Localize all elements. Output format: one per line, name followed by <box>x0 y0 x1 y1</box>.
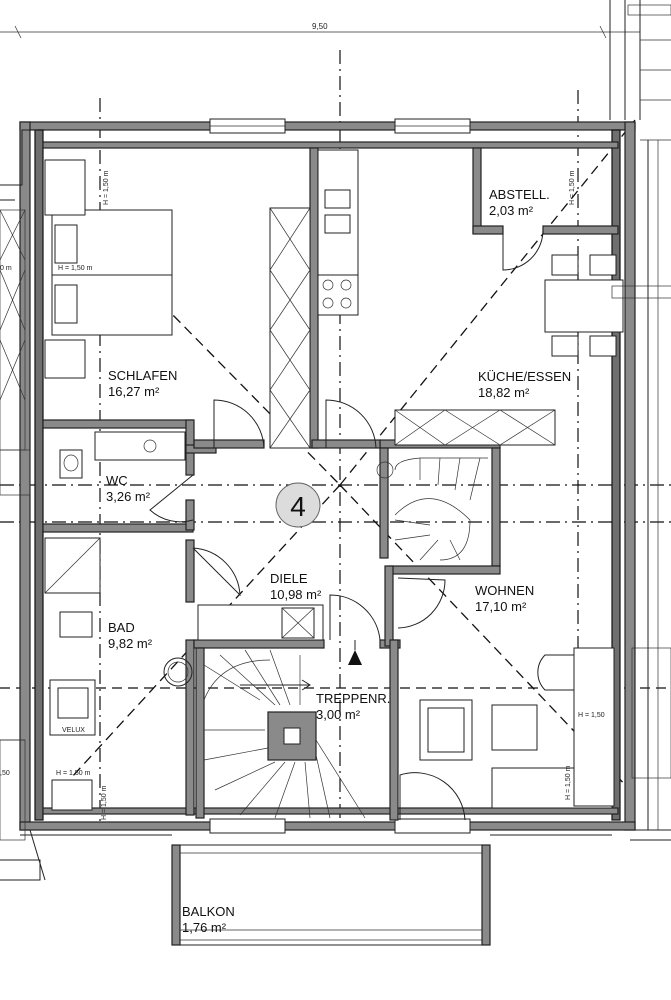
room-area-abstell: 2,03 m² <box>489 203 534 218</box>
unit-number: 4 <box>290 491 306 522</box>
left-roof-structure <box>0 129 46 881</box>
room-name-wohnen: WOHNEN <box>475 583 534 598</box>
wc-fixtures <box>59 431 186 479</box>
room-area-kueche: 18,82 m² <box>478 385 530 400</box>
room-name-diele: DIELE <box>270 571 308 586</box>
room-labels: SCHLAFEN 16,27 m² ABSTELL. 2,03 m² KÜCHE… <box>106 187 571 935</box>
room-name-balkon: BALKON <box>182 904 235 919</box>
doors <box>149 229 544 821</box>
top-dimension: 9,50 <box>0 22 640 39</box>
height-note-bad: H = 1,50 m <box>56 770 91 777</box>
height-note-abstell: H = 1,50 m <box>569 170 576 205</box>
room-area-balkon: 1,76 m² <box>182 920 227 935</box>
height-note-bad-vertical: H = 1,50 m <box>101 785 108 820</box>
room-name-schlafen: SCHLAFEN <box>108 368 177 383</box>
room-area-bad: 9,82 m² <box>108 636 153 651</box>
roof-edge-lines <box>609 0 671 120</box>
bedroom-furniture <box>44 159 311 449</box>
height-note-left-edge: 0 m <box>0 265 12 272</box>
room-name-wc: WC <box>106 473 128 488</box>
room-area-wohnen: 17,10 m² <box>475 599 527 614</box>
room-area-diele: 10,98 m² <box>270 587 322 602</box>
balcony <box>171 844 491 946</box>
height-note-bad-left-edge: ,50 <box>0 770 10 777</box>
unit-number-badge: 4 <box>275 482 321 528</box>
room-area-schlafen: 16,27 m² <box>108 384 160 399</box>
kitchen-furniture <box>317 149 624 446</box>
right-roof-structure <box>20 139 671 841</box>
height-note-schlafen-left: H = 1,50 m <box>58 265 93 272</box>
room-name-kueche: KÜCHE/ESSEN <box>478 369 571 384</box>
top-dimension-label: 9,50 <box>312 22 328 31</box>
staircase <box>197 457 488 819</box>
living-furniture <box>419 285 671 809</box>
room-area-treppenraum: 3,00 m² <box>316 707 361 722</box>
windows-top <box>209 118 471 834</box>
room-name-treppenraum: TREPPENR. <box>316 691 390 706</box>
bathroom-fixtures: VELUX <box>44 537 193 811</box>
entrance-marker <box>348 640 362 665</box>
room-area-wc: 3,26 m² <box>106 489 151 504</box>
height-notes: H = 1,50 m H = 1,50 m 0 m H = 1,50 m H =… <box>0 170 605 820</box>
height-note-schlafen: H = 1,50 m <box>103 170 110 205</box>
height-note-wohnen-vertical: H = 1,50 m <box>565 765 572 800</box>
room-name-bad: BAD <box>108 620 135 635</box>
room-name-abstell: ABSTELL. <box>489 187 550 202</box>
velux-label: VELUX <box>62 727 85 734</box>
height-note-wohnen: H = 1,50 <box>578 712 605 719</box>
exterior-walls <box>19 121 636 831</box>
